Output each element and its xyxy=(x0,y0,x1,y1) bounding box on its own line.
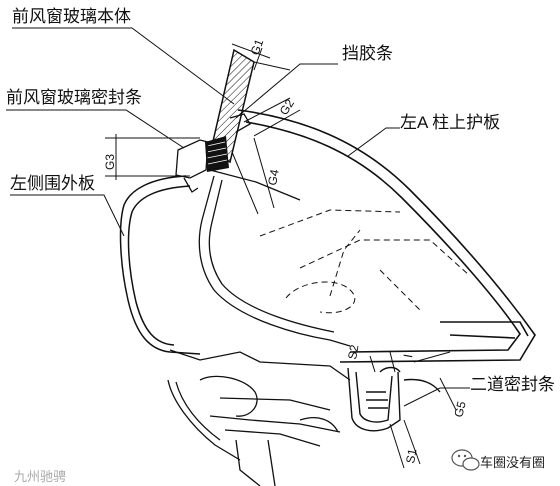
dim-s2: S2 xyxy=(345,343,361,360)
dim-g3: G3 xyxy=(103,154,117,170)
wechat-icon xyxy=(451,449,480,471)
watermark-left: 九州驰骋 xyxy=(14,469,67,484)
label-glass-body: 前风窗玻璃本体 xyxy=(12,7,131,26)
label-a-pillar-trim: 左A 柱上护板 xyxy=(400,113,501,132)
seal-bracket xyxy=(175,113,251,193)
hidden-lines xyxy=(259,209,471,314)
inner-panel xyxy=(169,169,351,381)
dim-s1: S1 xyxy=(403,447,419,464)
dim-g1: G1 xyxy=(248,37,267,57)
a-pillar-trim xyxy=(237,109,536,363)
leader-lines xyxy=(6,27,470,407)
dim-g2: G2 xyxy=(277,96,298,117)
secondary-seal-shape xyxy=(347,366,441,432)
dim-g4: G4 xyxy=(265,168,282,187)
lower-structure xyxy=(167,375,341,486)
label-retaining-strip: 挡胶条 xyxy=(342,44,393,63)
label-glass-seal: 前风窗玻璃密封条 xyxy=(6,88,142,107)
label-side-outer-panel: 左侧围外板 xyxy=(10,174,95,193)
dim-l: l xyxy=(401,353,415,358)
windshield-glass xyxy=(210,48,255,164)
side-outer-panel xyxy=(119,175,201,355)
label-secondary-seal: 二道密封条 xyxy=(470,375,555,394)
glass-seal xyxy=(205,136,229,172)
dimension-lines xyxy=(105,43,457,469)
watermark-right: 车圈没有圈 xyxy=(480,455,546,470)
dim-g5: G5 xyxy=(451,399,469,418)
